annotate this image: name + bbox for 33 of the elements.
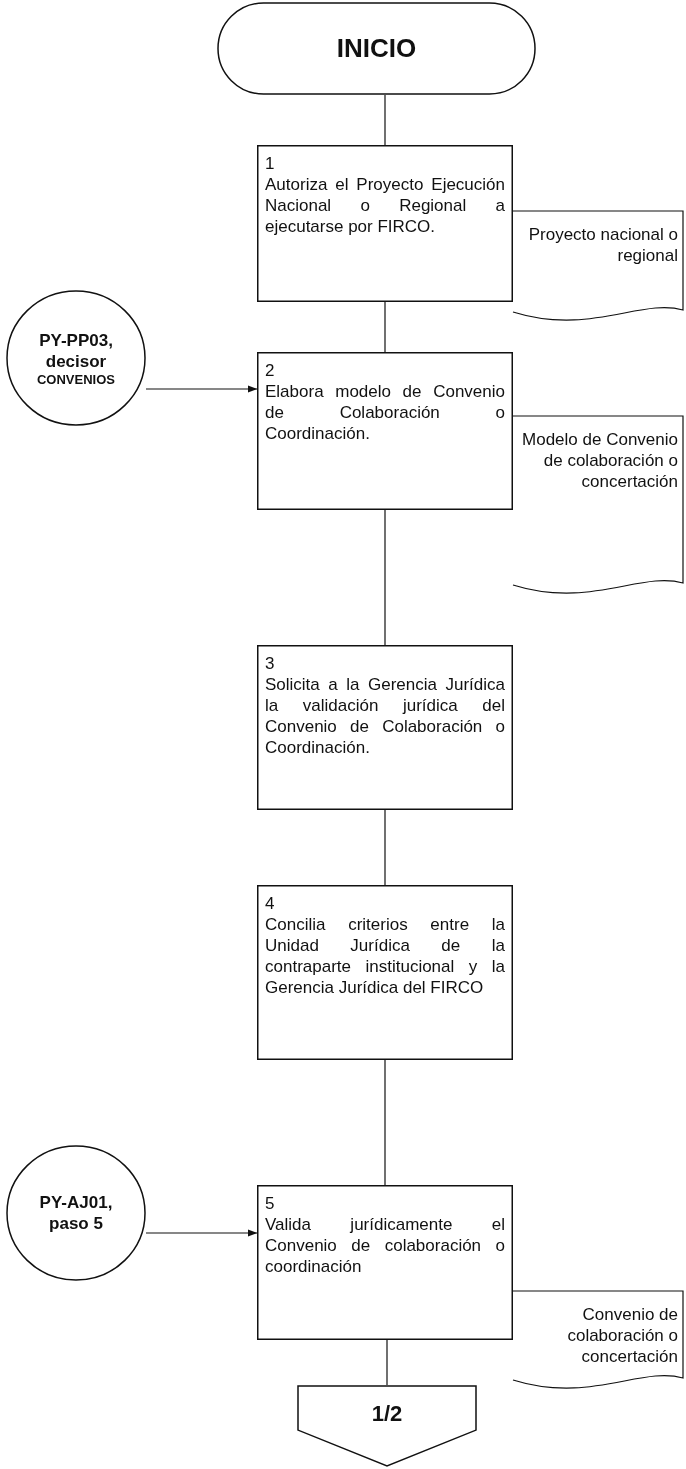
connector-circle <box>6 290 146 426</box>
step-description: Solicita a la Gerencia Jurídica la validación jurídica del Convenio de Colaboración o Coordinación. <box>265 674 505 758</box>
connector-line <box>384 301 386 353</box>
off-page-connector <box>297 1385 477 1467</box>
process-box <box>257 645 513 810</box>
connector-reference: PY-PP03, decisor <box>38 329 114 372</box>
step-description: Valida jurídicamente el Convenio de colaboración o coordinación <box>265 1214 505 1277</box>
connector-line <box>384 509 386 646</box>
connector-line <box>384 809 386 886</box>
step-number: 3 <box>265 653 276 674</box>
step-number: 1 <box>265 153 276 174</box>
process-box <box>257 885 513 1060</box>
step-description: Concilia criterios entre la Unidad Jurídica de la contraparte institucional y la Gerencia Jurídica del FIRCO <box>265 914 505 998</box>
arrow <box>145 1229 258 1237</box>
connector-reference-note: CONVENIOS <box>36 371 116 387</box>
connector-circle <box>6 1145 146 1281</box>
terminator-text: INICIO <box>336 33 417 64</box>
step-number: 2 <box>265 360 276 381</box>
arrow <box>145 385 258 393</box>
step-description: Autoriza el Proyecto Ejecución Nacional o Regional a ejecutarse por FIRCO. <box>265 174 505 237</box>
step-number: 5 <box>265 1193 276 1214</box>
step-description: Elabora modelo de Convenio de Colaboración o Coordinación. <box>265 381 505 444</box>
document-label: Proyecto nacional o regional <box>527 224 678 266</box>
process-box <box>257 1185 513 1340</box>
connector-line <box>384 94 386 146</box>
process-box <box>257 352 513 510</box>
document-label: Convenio de colaboración o concertación <box>566 1304 678 1367</box>
page-reference: 1/2 <box>371 1401 403 1427</box>
step-number: 4 <box>265 893 276 914</box>
connector-line <box>384 1059 386 1186</box>
document-label: Modelo de Convenio de colaboración o concertación <box>521 429 678 492</box>
connector-line <box>386 1339 388 1386</box>
connector-reference: PY-AJ01, paso 5 <box>38 1192 114 1234</box>
